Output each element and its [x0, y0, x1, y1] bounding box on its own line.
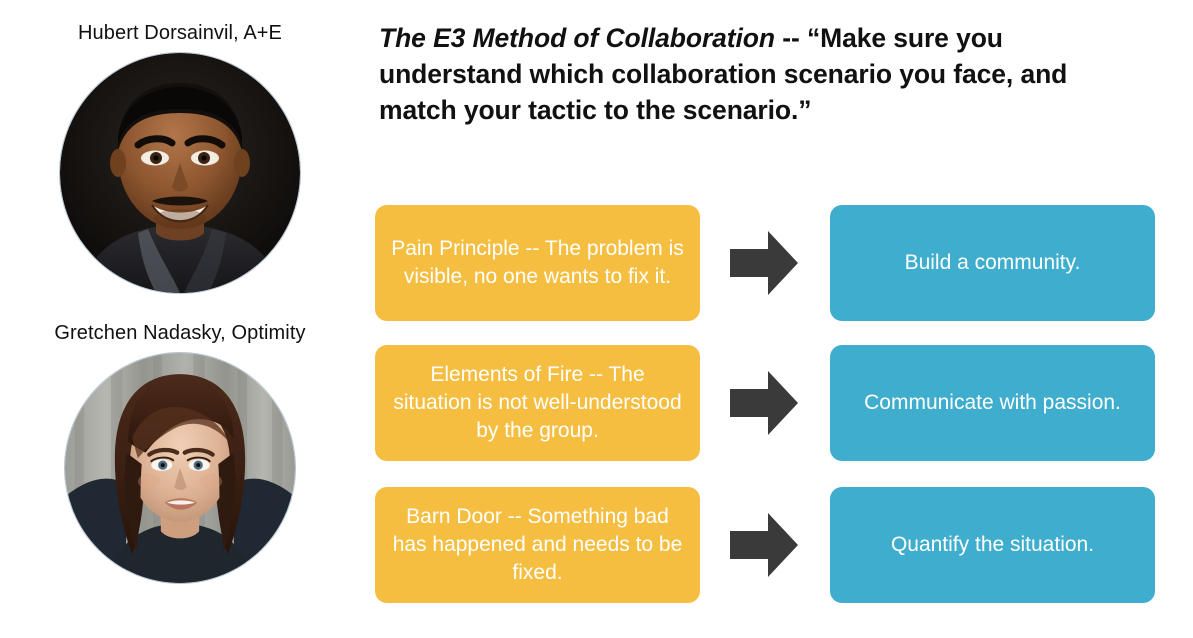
speaker-card-2: Gretchen Nadasky, Optimity: [0, 322, 360, 583]
arrow-right-icon-2: [700, 345, 828, 461]
flow-row: Barn Door -- Something bad has happened …: [375, 487, 1155, 603]
speaker-card-1: Hubert Dorsainvil, A+E: [0, 22, 360, 293]
speaker-name-2: Gretchen Nadasky, Optimity: [54, 322, 306, 344]
flow-row: Pain Principle -- The problem is visible…: [375, 205, 1155, 321]
scenario-card-2[interactable]: Elements of Fire -- The situation is not…: [375, 345, 700, 461]
flow-row: Elements of Fire -- The situation is not…: [375, 345, 1155, 461]
arrow-right-icon: [730, 513, 798, 577]
scenario-card-3[interactable]: Barn Door -- Something bad has happened …: [375, 487, 700, 603]
arrow-right-icon-3: [700, 487, 828, 603]
avatar-hubert-dorsainvil: [60, 53, 300, 293]
arrow-right-icon: [730, 371, 798, 435]
tactic-card-2[interactable]: Communicate with passion.: [830, 345, 1155, 461]
avatar-gretchen-nadasky: [65, 353, 295, 583]
headshot-hubert-dorsainvil-icon: [60, 53, 300, 293]
tactic-card-3[interactable]: Quantify the situation.: [830, 487, 1155, 603]
headline-emphasis: The E3 Method of Collaboration: [379, 23, 775, 53]
speaker-name-1: Hubert Dorsainvil, A+E: [78, 22, 282, 44]
tactic-card-1[interactable]: Build a community.: [830, 205, 1155, 321]
slide-headline: The E3 Method of Collaboration -- “Make …: [379, 20, 1139, 128]
headline-rest: -- “Make sure you understand which colla…: [379, 23, 1068, 126]
arrow-right-icon: [730, 231, 798, 295]
scenario-card-1[interactable]: Pain Principle -- The problem is visible…: [375, 205, 700, 321]
headshot-gretchen-nadasky-icon: [65, 353, 295, 583]
arrow-right-icon-1: [700, 205, 828, 321]
